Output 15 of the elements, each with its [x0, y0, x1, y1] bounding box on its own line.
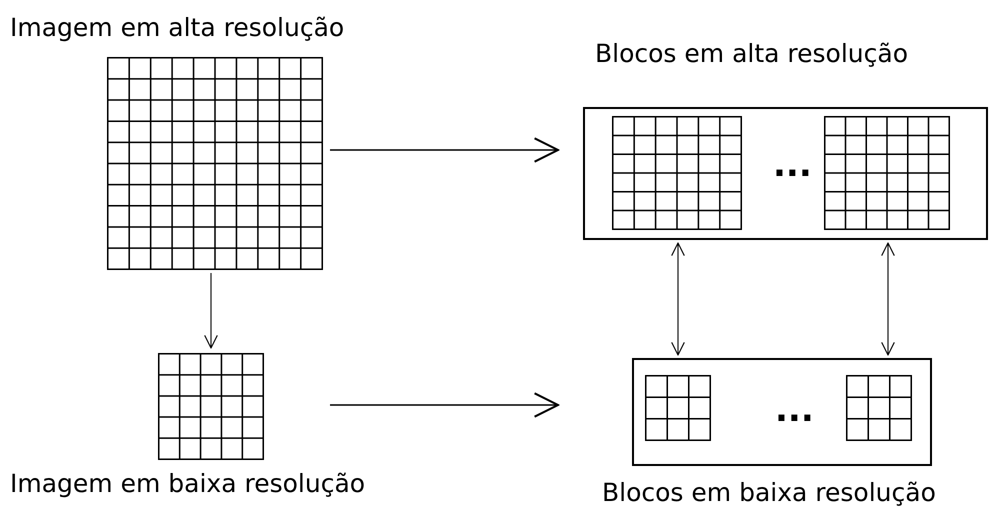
pixel-grid: [846, 375, 912, 441]
arrow: [671, 242, 685, 356]
node-title: Blocos em baixa resolução: [602, 478, 936, 508]
pixel-grid: [612, 116, 742, 230]
arrow: [204, 272, 218, 349]
pixel-grid: [824, 116, 950, 230]
node-title: Imagem em baixa resolução: [10, 469, 366, 499]
arrow: [330, 392, 560, 418]
node-title: Imagem em alta resolução: [10, 13, 344, 43]
ellipsis-text: ...: [773, 155, 812, 175]
pixel-grid: [645, 375, 711, 441]
node-title: Blocos em alta resolução: [595, 39, 908, 69]
arrow: [330, 137, 560, 163]
ellipsis-text: ...: [775, 400, 814, 420]
arrow: [881, 242, 895, 356]
